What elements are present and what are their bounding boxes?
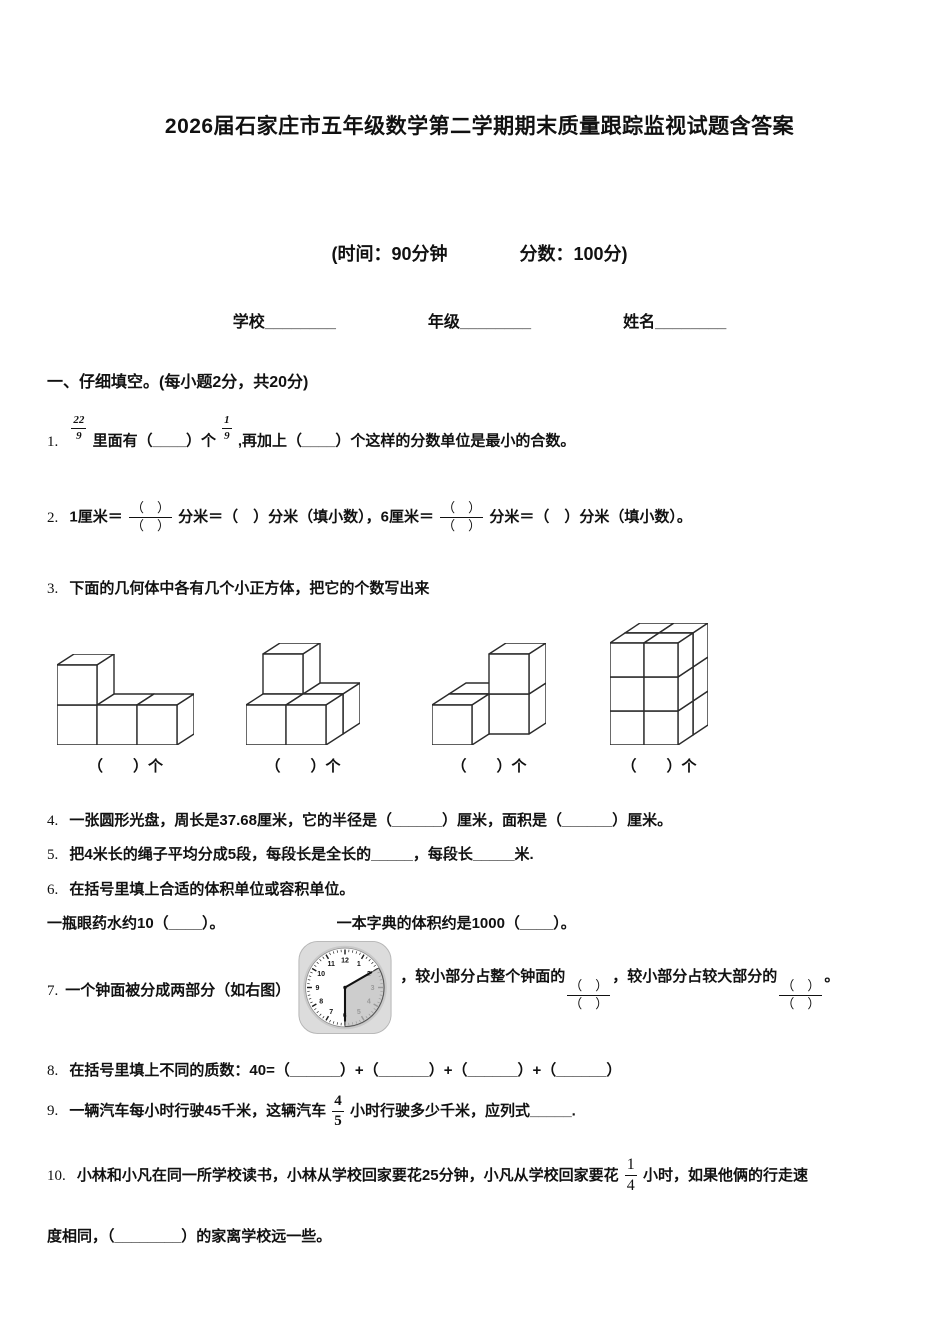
question-1-number: 1.: [47, 433, 59, 450]
section-1-heading: 一、仔细填空。(每小题2分，共20分): [47, 374, 309, 391]
figure-count-label: （ ）个: [265, 757, 341, 775]
question-2-text-a: 1厘米＝: [69, 508, 123, 526]
question-7-text-d: 。: [824, 968, 840, 986]
svg-text:10: 10: [318, 971, 326, 978]
question-5: 5. 把4米长的绳子平均分成5段，每段长是全长的_____，每段长_____米.: [47, 844, 912, 867]
question-7-text-c: ，较小部分占较大部分的: [612, 968, 778, 986]
question-4: 4. 一张圆形光盘，周长是37.68厘米，它的半径是（______）厘米，面积是…: [47, 810, 912, 833]
question-1-text-b: ,再加上（____）个这样的分数单位是最小的合数。: [237, 432, 576, 450]
question-2-text-b: 分米＝（ ）分米（填小数），6厘米＝: [178, 508, 434, 526]
blank-fraction: （ ）（ ）: [779, 978, 823, 1012]
question-2-text-c: 分米＝（ ）分米（填小数）。: [489, 508, 692, 526]
question-6-text: 在括号里填上合适的体积单位或容积单位。: [69, 880, 355, 898]
blank-fraction: （ ）（ ）: [567, 978, 611, 1012]
question-6-part-b: 一本字典的体积约是1000（____）。: [336, 915, 576, 933]
question-6-number: 6.: [47, 881, 59, 898]
cube-figures-row: （ ）个 （ ）个 （ ）个 （ ）个: [47, 622, 912, 776]
figure-count-label: （ ）个: [451, 757, 527, 775]
question-7: 7.一个钟面被分成两部分（如右图） 123456789101112 ，较小部分占…: [47, 940, 912, 1043]
question-5-number: 5.: [47, 847, 59, 864]
question-7-text-a: 一个钟面被分成两部分（如右图）: [65, 981, 291, 999]
figure-count-label: （ ）个: [87, 757, 163, 775]
figure-count-label: （ ）个: [621, 757, 697, 775]
cube-figure-2: （ ）个: [246, 642, 360, 776]
question-10-number: 10.: [47, 1167, 66, 1184]
question-7-tail: ，较小部分占整个钟面的（ ）（ ），较小部分占较大部分的（ ）（ ）。: [400, 969, 839, 1012]
cube-figure-svg: [246, 642, 360, 745]
svg-text:1: 1: [357, 961, 361, 968]
question-5-text: 把4米长的绳子平均分成5段，每段长是全长的_____，每段长_____米.: [69, 846, 534, 864]
time-label: (时间：90分钟: [331, 244, 448, 264]
question-4-text: 一张圆形光盘，周长是37.68厘米，它的半径是（______）厘米，面积是（__…: [69, 811, 673, 829]
question-8-number: 8.: [47, 1063, 59, 1080]
svg-text:9: 9: [316, 984, 320, 991]
question-10: 10. 小林和小凡在同一所学校读书，小林从学校回家要花25分钟，小凡从学校回家要…: [47, 1156, 912, 1196]
question-9-text-b: 小时行驶多少千米，应列式_____.: [349, 1102, 576, 1120]
question-7-number: 7.: [47, 982, 59, 999]
cube-figure-1: （ ）个: [57, 653, 194, 776]
question-9-text-a: 一辆汽车每小时行驶45千米，这辆汽车: [69, 1102, 327, 1120]
question-9-number: 9.: [47, 1103, 59, 1120]
question-6-line-2: 一瓶眼药水约10（____）。 一本字典的体积约是1000（____）。: [47, 913, 912, 936]
question-3-number: 3.: [47, 581, 59, 598]
cube-figure-svg: [432, 642, 546, 745]
question-4-number: 4.: [47, 812, 59, 829]
svg-text:11: 11: [328, 961, 336, 968]
clock-image: 123456789101112: [296, 940, 394, 1043]
svg-text:7: 7: [330, 1008, 334, 1015]
page-title: 2026届石家庄市五年级数学第二学期期末质量跟踪监视试题含答案: [164, 115, 795, 138]
question-6-part-a: 一瓶眼药水约10（____）。: [47, 915, 225, 933]
clock-hand-2: [344, 970, 373, 989]
cube-figure-svg: [610, 622, 708, 745]
question-3: 3. 下面的几何体中各有几个小正方体，把它的个数写出来: [47, 578, 912, 601]
question-6: 6. 在括号里填上合适的体积单位或容积单位。: [47, 879, 912, 902]
question-10-text-b: 小时，如果他俩的行走速: [642, 1166, 808, 1184]
question-7-text-b: ，较小部分占整个钟面的: [400, 968, 566, 986]
question-3-text: 下面的几何体中各有几个小正方体，把它的个数写出来: [69, 580, 430, 598]
question-2-number: 2.: [47, 509, 59, 526]
exam-meta: (时间：90分钟 分数：100分): [47, 240, 912, 266]
question-1-text-a: 里面有（____）个: [92, 432, 216, 450]
cube-figure-3: （ ）个: [432, 642, 546, 776]
cube-figure-svg: [57, 653, 194, 745]
clock-svg: 123456789101112: [298, 940, 392, 1034]
score-label: 分数：100分): [519, 244, 628, 264]
question-10-text-a: 小林和小凡在同一所学校读书，小林从学校回家要花25分钟，小凡从学校回家要花: [76, 1166, 619, 1184]
question-2: 2. 1厘米＝ （ ）（ ） 分米＝（ ）分米（填小数），6厘米＝ （ ）（ ）…: [47, 500, 912, 534]
question-8: 8. 在括号里填上不同的质数：40=（______）+（______）+（___…: [47, 1060, 912, 1083]
school-field: 学校________: [232, 314, 336, 331]
question-8-text: 在括号里填上不同的质数：40=（______）+（______）+（______…: [69, 1062, 622, 1080]
clock-center-dot: [343, 985, 347, 989]
question-7-lead: 7. 一个钟面被分成两部分（如右图）: [47, 980, 290, 1003]
cube-figure-4: （ ）个: [610, 622, 708, 776]
student-fields: 学校________ 年级________ 姓名________: [47, 308, 912, 332]
question-10-line-2: 度相同，（________）的家离学校远一些。: [47, 1227, 332, 1245]
svg-text:12: 12: [341, 957, 349, 964]
name-field: 姓名________: [623, 314, 727, 331]
blank-fraction: （ ）（ ）: [128, 500, 172, 534]
blank-fraction: （ ）（ ）: [440, 500, 484, 534]
grade-field: 年级________: [427, 314, 532, 331]
svg-text:8: 8: [319, 998, 323, 1005]
